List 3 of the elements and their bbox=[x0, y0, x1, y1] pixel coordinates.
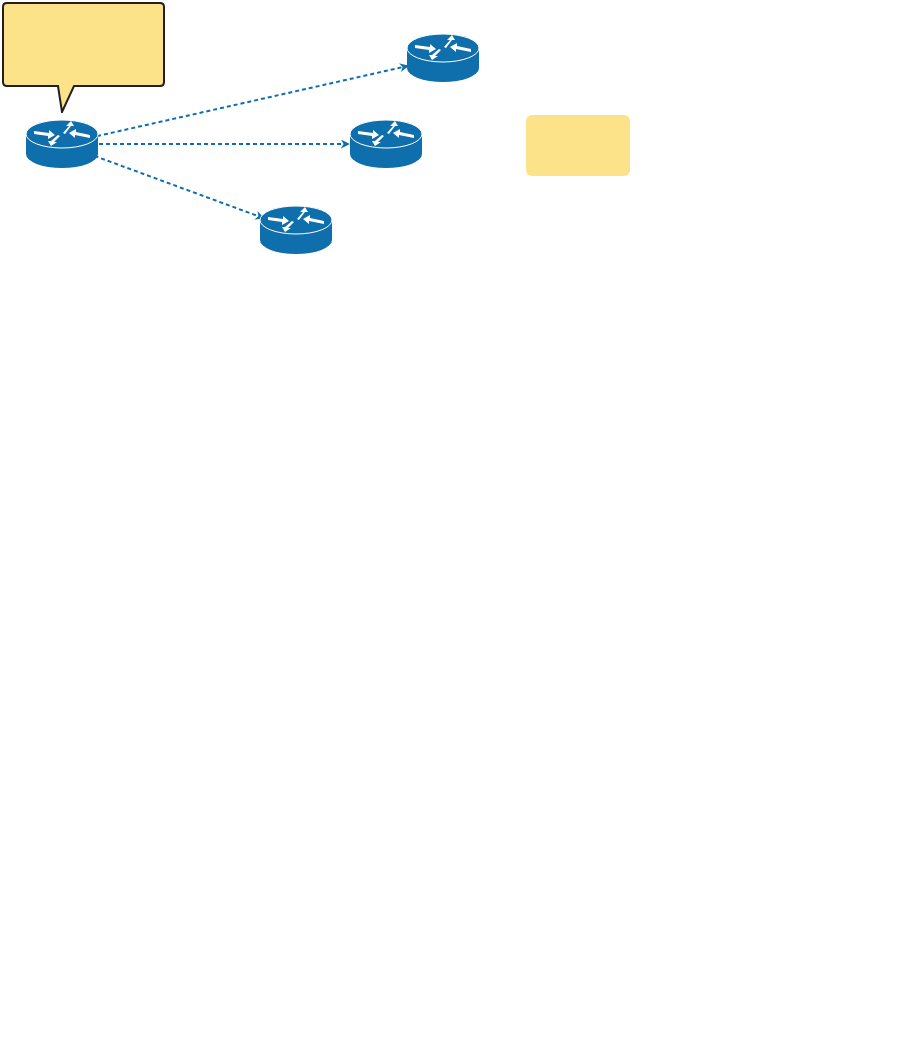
dashed-arrow bbox=[98, 139, 350, 149]
dashed-arrow bbox=[96, 63, 409, 138]
note-box bbox=[526, 115, 630, 176]
